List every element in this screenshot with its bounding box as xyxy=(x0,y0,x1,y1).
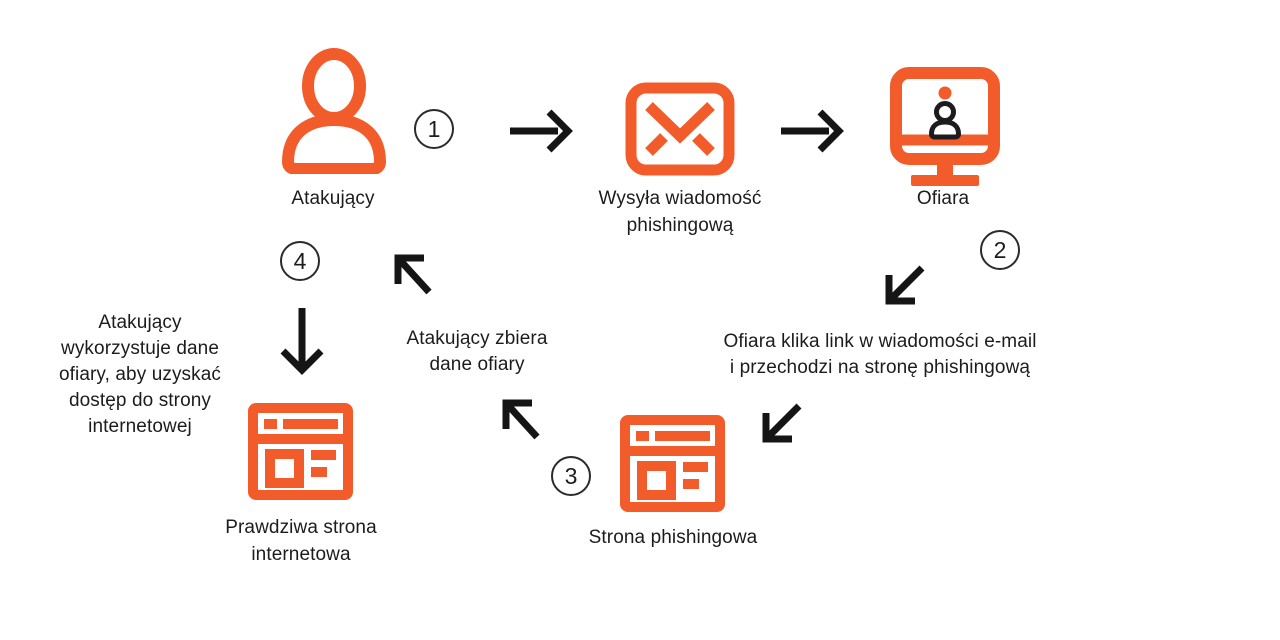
victim-node xyxy=(889,66,1001,186)
victim-label: Ofiara xyxy=(916,188,970,209)
browser-window-icon xyxy=(248,403,353,500)
step-circle-1: 1 xyxy=(414,109,454,149)
person-icon xyxy=(282,48,386,174)
attacker-collects-annotation: Atakujący zbiera dane ofiary xyxy=(406,328,548,375)
step-circle-3: 3 xyxy=(551,456,591,496)
monitor-user-icon xyxy=(890,67,1000,186)
arrow-up-left-1-icon xyxy=(502,399,540,440)
arrow-right-2-icon xyxy=(781,109,844,153)
envelope-icon xyxy=(625,82,735,176)
attacker-uses-annotation: Atakujący wykorzystuje dane ofiary, aby … xyxy=(58,312,222,437)
attacker-node xyxy=(278,48,390,174)
victim-clicks-annotation: Ofiara klika link w wiadomości e-mail i … xyxy=(723,331,1037,378)
arrow-up-left-2-icon xyxy=(394,254,432,295)
phishing-site-node xyxy=(620,415,725,512)
phishing-site-label: Strona phishingowa xyxy=(588,527,758,548)
step-circle-4: 4 xyxy=(280,241,320,281)
real-site-label: Prawdziwa strona internetowa xyxy=(225,517,377,565)
attacker-label: Atakujący xyxy=(291,188,375,209)
arrow-right-1-icon xyxy=(510,109,573,153)
browser-window-icon xyxy=(620,415,725,512)
arrow-down-left-1-icon xyxy=(885,265,925,305)
arrow-down-icon xyxy=(280,308,324,375)
email-label: Wysyła wiadomość phishingową xyxy=(598,188,762,236)
arrow-down-left-2-icon xyxy=(762,403,802,443)
real-site-node xyxy=(248,403,353,500)
step-circle-2: 2 xyxy=(980,230,1020,270)
email-node xyxy=(625,82,735,176)
